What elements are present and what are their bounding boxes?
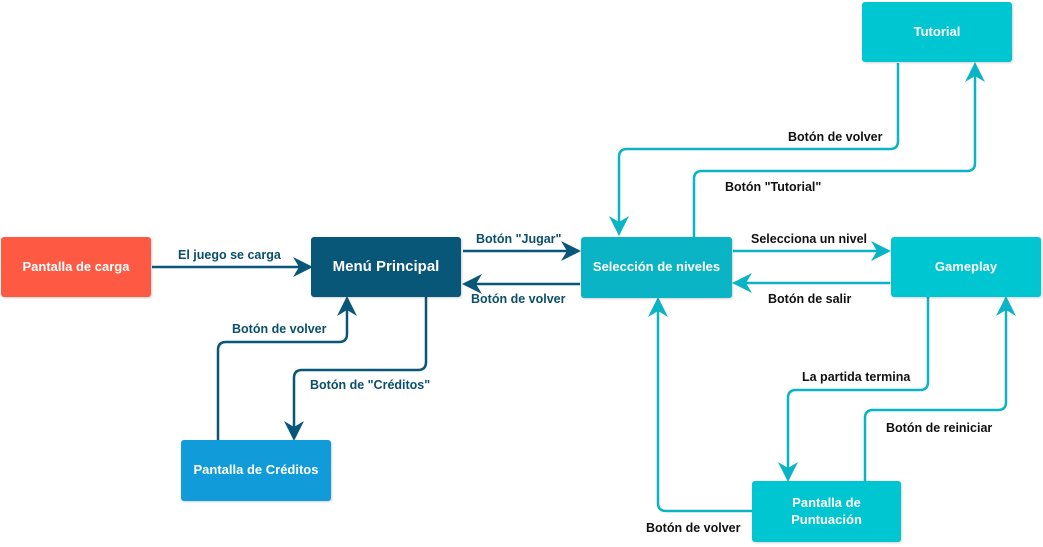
edge-tutorial-to-seleccion: [609, 63, 900, 236]
node-pantalla-carga: Pantalla de carga: [1, 237, 151, 297]
label-boton-volver-creditos: Botón de volver: [232, 322, 327, 336]
label-boton-tutorial: Botón "Tutorial": [725, 180, 822, 194]
label-boton-creditos: Botón de "Créditos": [310, 378, 431, 392]
label-boton-reiniciar: Botón de reiniciar: [886, 421, 993, 435]
node-tutorial-label: Tutorial: [913, 23, 961, 39]
node-seleccion-niveles: Selección de niveles: [581, 237, 732, 298]
edge-puntuacion-to-seleccion: [648, 297, 752, 513]
node-menu-principal: Menú Principal: [311, 237, 461, 297]
node-gameplay-label: Gameplay: [934, 258, 998, 274]
edge-menu-to-creditos: [284, 297, 428, 441]
label-boton-jugar: Botón "Jugar": [476, 232, 562, 246]
edge-seleccion-to-tutorial: [692, 62, 985, 237]
label-boton-volver-menu: Botón de volver: [471, 292, 566, 306]
label-selecciona-nivel: Selecciona un nivel: [751, 232, 868, 246]
node-menu-principal-label: Menú Principal: [332, 257, 440, 275]
node-pantalla-carga-label: Pantalla de carga: [22, 258, 130, 274]
node-gameplay: Gameplay: [891, 237, 1041, 297]
label-boton-volver-puntuacion: Botón de volver: [646, 521, 741, 535]
node-seleccion-niveles-label: Selección de niveles: [592, 259, 721, 275]
label-partida-termina: La partida termina: [802, 370, 911, 384]
node-pantalla-puntuacion-label: Pantalla de Puntuación: [791, 495, 862, 527]
edge-puntuacion-to-gameplay: [863, 296, 1016, 481]
node-pantalla-puntuacion: Pantalla de Puntuación: [752, 481, 901, 542]
node-pantalla-creditos: Pantalla de Créditos: [181, 440, 331, 501]
edge-gameplay-to-puntuacion: [778, 297, 930, 482]
label-juego-se-carga: El juego se carga: [178, 248, 281, 262]
edge-creditos-to-menu: [216, 296, 357, 440]
node-pantalla-creditos-label: Pantalla de Créditos: [193, 462, 319, 478]
node-tutorial: Tutorial: [862, 2, 1012, 62]
label-boton-volver-tutorial: Botón de volver: [788, 130, 883, 144]
label-boton-salir: Botón de salir: [768, 292, 852, 306]
